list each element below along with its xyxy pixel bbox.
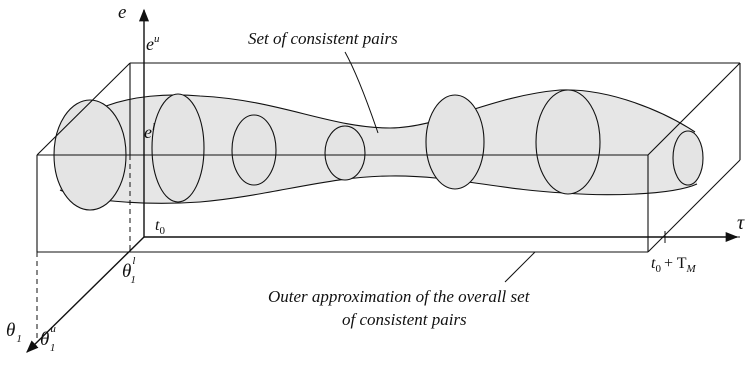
cross-section-3	[231, 114, 277, 186]
cross-section-2	[151, 93, 205, 203]
set-of-consistent-pairs-label: Set of consistent pairs	[248, 29, 398, 48]
consistent-set-tube	[60, 89, 697, 204]
outer-label-leader	[504, 251, 536, 283]
tube-lower-edge	[59, 175, 698, 204]
outer-approximation-label-line1: Outer approximation of the overall set	[268, 287, 531, 306]
cross-section-6	[535, 89, 601, 195]
theta-axis	[26, 236, 145, 353]
tM-label: t0+ TM	[651, 255, 696, 275]
cross-section-7	[672, 130, 704, 186]
set-label-leader	[344, 51, 379, 134]
t0-label: t0	[155, 217, 165, 237]
cross-section-4	[324, 125, 366, 181]
e-lower-label: el	[144, 121, 155, 142]
e-axis-label: e	[118, 2, 126, 23]
outer-approximation-label-line2: of consistent pairs	[342, 310, 467, 329]
e-upper-label: eu	[146, 33, 160, 54]
theta1-label: θ1	[6, 320, 22, 345]
tau-axis-label: τ	[737, 212, 745, 234]
tube-upper-edge	[59, 89, 696, 149]
cross-section-5	[425, 94, 485, 190]
